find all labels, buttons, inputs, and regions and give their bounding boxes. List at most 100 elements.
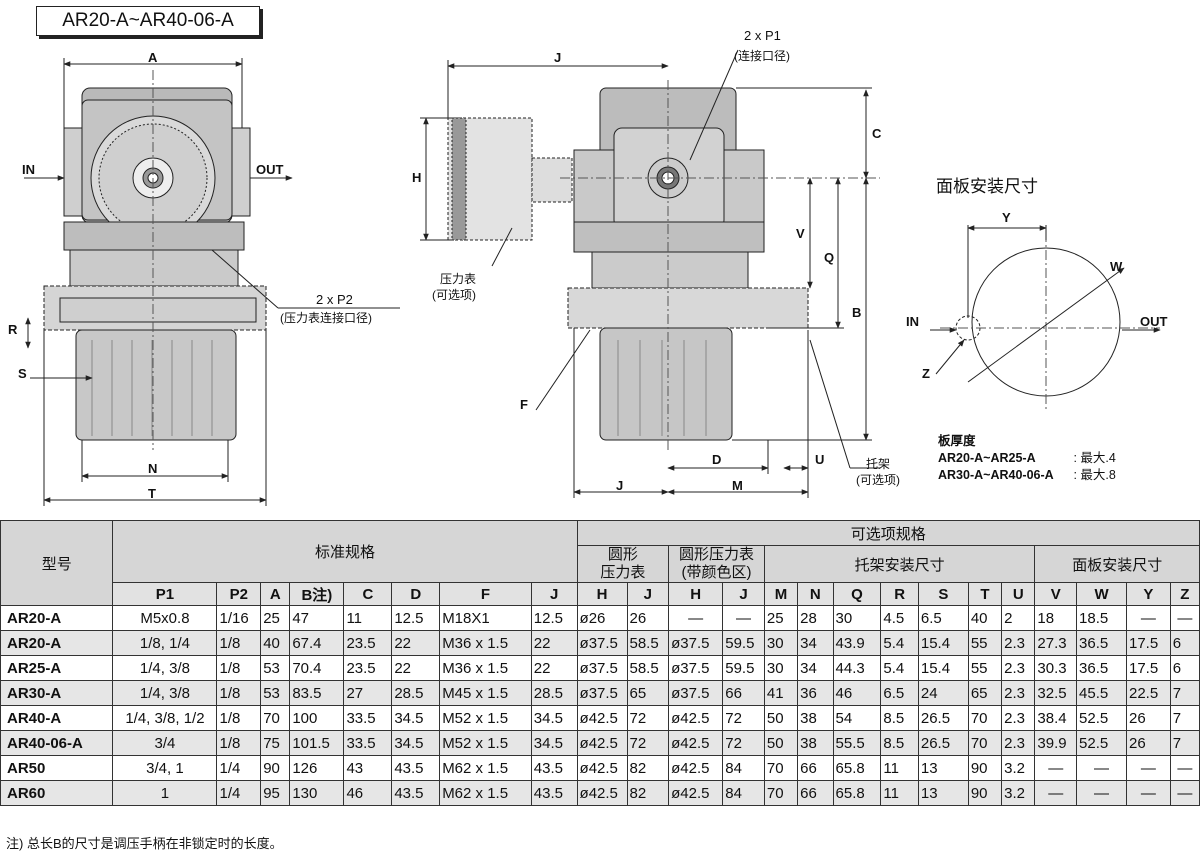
- value-cell: —: [722, 605, 765, 631]
- model-cell: AR30-A: [0, 680, 114, 706]
- value-cell: 6: [1169, 655, 1200, 681]
- label-out-left: OUT: [256, 162, 284, 177]
- value-cell: 82: [626, 780, 670, 806]
- plate-thickness-row: AR20-A~AR25-A : 最大.4: [938, 450, 1116, 467]
- dim-label-a: A: [148, 50, 158, 65]
- plate-thickness-title: 板厚度: [938, 434, 976, 448]
- value-cell: ø37.5: [668, 680, 724, 706]
- panel-mount-title: 面板安装尺寸: [936, 177, 1038, 196]
- value-cell: 36.5: [1076, 655, 1127, 681]
- value-cell: 40: [967, 605, 1003, 631]
- value-cell: 75: [260, 730, 291, 756]
- value-cell: 50: [763, 730, 799, 756]
- value-cell: 27.3: [1034, 630, 1078, 656]
- value-cell: 1/8: [216, 730, 262, 756]
- value-cell: ø42.5: [576, 755, 628, 781]
- value-cell: ø42.5: [668, 705, 724, 731]
- column-header: H: [668, 582, 724, 606]
- value-cell: 47: [289, 605, 345, 631]
- model-cell: AR40-A: [0, 705, 114, 731]
- column-header: Z: [1169, 582, 1200, 606]
- model-cell: AR20-A: [0, 630, 114, 656]
- value-cell: 6: [1169, 630, 1200, 656]
- value-cell: 34.5: [391, 705, 441, 731]
- value-cell: 45.5: [1076, 680, 1127, 706]
- value-cell: 1/8: [216, 680, 262, 706]
- value-cell: 34: [797, 655, 834, 681]
- value-cell: 72: [722, 705, 765, 731]
- value-cell: 30: [763, 655, 799, 681]
- technical-drawing: [24, 49, 1161, 506]
- value-cell: 17.5: [1126, 655, 1171, 681]
- value-cell: 43: [343, 755, 393, 781]
- value-cell: 30: [763, 630, 799, 656]
- dim-label-c: C: [872, 126, 882, 141]
- value-cell: 2.3: [1001, 680, 1036, 706]
- value-cell: 46: [343, 780, 393, 806]
- value-cell: 59.5: [722, 655, 765, 681]
- value-cell: 84: [722, 755, 765, 781]
- value-cell: 65: [626, 680, 670, 706]
- dim-label-n: N: [148, 461, 158, 476]
- value-cell: 70: [967, 705, 1003, 731]
- plate-thickness-model: AR30-A~AR40-06-A: [938, 468, 1054, 482]
- column-header: F: [439, 582, 532, 606]
- value-cell: 2.3: [1001, 705, 1036, 731]
- value-cell: M18X1: [439, 605, 532, 631]
- value-cell: 8.5: [880, 730, 919, 756]
- value-cell: 2.3: [1001, 730, 1036, 756]
- value-cell: 66: [722, 680, 765, 706]
- value-cell: 34.5: [391, 730, 441, 756]
- value-cell: 18: [1034, 605, 1078, 631]
- panel-dim-w: W: [1110, 259, 1123, 274]
- value-cell: ø42.5: [576, 730, 628, 756]
- value-cell: 5.4: [880, 655, 919, 681]
- plate-thickness-value: : 最大.8: [1073, 468, 1116, 482]
- model-cell: AR60: [0, 780, 114, 806]
- value-cell: 52.5: [1076, 730, 1127, 756]
- optional-spec-header: 可选项规格: [576, 520, 1200, 546]
- value-cell: 36: [797, 680, 834, 706]
- value-cell: —: [1126, 780, 1171, 806]
- value-cell: 1/8: [216, 630, 262, 656]
- value-cell: M45 x 1.5: [439, 680, 532, 706]
- value-cell: —: [1126, 605, 1171, 631]
- value-cell: 36.5: [1076, 630, 1127, 656]
- value-cell: 32.5: [1034, 680, 1078, 706]
- value-cell: 70.4: [289, 655, 345, 681]
- value-cell: M52 x 1.5: [439, 730, 532, 756]
- value-cell: 90: [260, 755, 291, 781]
- value-cell: 25: [260, 605, 291, 631]
- value-cell: M5x0.8: [112, 605, 218, 631]
- value-cell: 2.3: [1001, 655, 1036, 681]
- value-cell: ø42.5: [576, 705, 628, 731]
- panel-dim-y: Y: [1002, 210, 1011, 225]
- value-cell: 65.8: [832, 780, 882, 806]
- value-cell: 55.5: [832, 730, 882, 756]
- value-cell: ø42.5: [668, 780, 724, 806]
- value-cell: 23.5: [343, 630, 393, 656]
- value-cell: 26: [1126, 730, 1171, 756]
- model-header: 型号: [0, 520, 114, 606]
- panel-dim-z: Z: [922, 366, 930, 381]
- value-cell: 52.5: [1076, 705, 1127, 731]
- value-cell: —: [1169, 780, 1200, 806]
- value-cell: —: [668, 605, 724, 631]
- column-header: J: [530, 582, 578, 606]
- value-cell: 1/4, 3/8, 1/2: [112, 705, 218, 731]
- dim-label-j-bottom: J: [616, 478, 624, 493]
- dim-label-v: V: [796, 226, 805, 241]
- column-header: Q: [832, 582, 882, 606]
- value-cell: 1/8: [216, 655, 262, 681]
- value-cell: 3/4: [112, 730, 218, 756]
- bracket-mount-header: 托架安装尺寸: [763, 545, 1036, 583]
- value-cell: 1/8: [216, 705, 262, 731]
- value-cell: —: [1076, 780, 1127, 806]
- dim-label-j-top: J: [554, 50, 562, 65]
- value-cell: 38: [797, 705, 834, 731]
- column-header: W: [1076, 582, 1127, 606]
- value-cell: 65: [967, 680, 1003, 706]
- gauge-label: 压力表: [440, 272, 477, 286]
